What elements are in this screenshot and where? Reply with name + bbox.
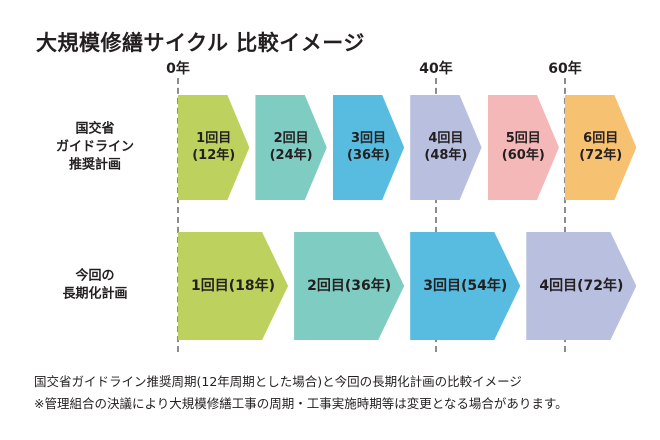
cycle-block-label: 1回目(18年) xyxy=(191,277,276,294)
row-label-longterm: 今回の 長期化計画 xyxy=(62,268,128,302)
row-label-guideline: 国交省 ガイドライン 推奨計画 xyxy=(55,120,135,173)
axis-tick-label-0: 0年 xyxy=(166,61,190,77)
cycle-block[interactable]: 2回目 (24年) xyxy=(255,95,327,200)
cycle-block[interactable]: 3回目(54年) xyxy=(410,232,521,340)
cycle-block[interactable]: 5回目 (60年) xyxy=(487,95,559,200)
cycle-block[interactable]: 2回目(36年) xyxy=(294,232,405,340)
axis-gridline-60 xyxy=(564,78,566,352)
cycle-block-label: 4回目 (48年) xyxy=(424,130,468,163)
cycle-block-label: 3回目 (36年) xyxy=(347,130,390,163)
cycle-block[interactable]: 1回目(18年) xyxy=(178,232,289,340)
cycle-block-label: 2回目 (24年) xyxy=(269,130,313,163)
axis-gridline-0 xyxy=(177,78,179,352)
cycle-block-label: 5回目 (60年) xyxy=(501,130,545,163)
cycle-block-label: 4回目(72年) xyxy=(539,277,624,294)
axis-tick-label-60: 60年 xyxy=(548,61,582,77)
footnotes: 国交省ガイドライン推奨周期(12年周期とした場合)と今回の長期化計画の比較イメー… xyxy=(34,371,634,415)
footnote-line-1: 国交省ガイドライン推奨周期(12年周期とした場合)と今回の長期化計画の比較イメー… xyxy=(34,374,522,389)
axis-gridline-40 xyxy=(435,78,437,352)
cycle-block-label: 2回目(36年) xyxy=(307,277,392,294)
chart-title: 大規模修繕サイクル 比較イメージ xyxy=(36,31,365,55)
cycle-block[interactable]: 4回目 (48年) xyxy=(410,95,482,200)
axis-tick-label-40: 40年 xyxy=(419,61,453,77)
footnote-line-2: ※管理組合の決議により大規模修繕工事の周期・工事実施時期等は変更となる場合があり… xyxy=(34,395,568,411)
cycle-block[interactable]: 6回目 (72年) xyxy=(565,95,637,200)
cycle-block-label: 6回目 (72年) xyxy=(579,130,623,163)
cycle-block-label: 3回目(54年) xyxy=(423,277,508,294)
cycle-block[interactable]: 4回目(72年) xyxy=(526,232,637,340)
cycle-block[interactable]: 1回目 (12年) xyxy=(178,95,250,200)
cycle-block-label: 1回目 (12年) xyxy=(192,130,236,163)
cycle-block[interactable]: 3回目 (36年) xyxy=(332,95,405,200)
